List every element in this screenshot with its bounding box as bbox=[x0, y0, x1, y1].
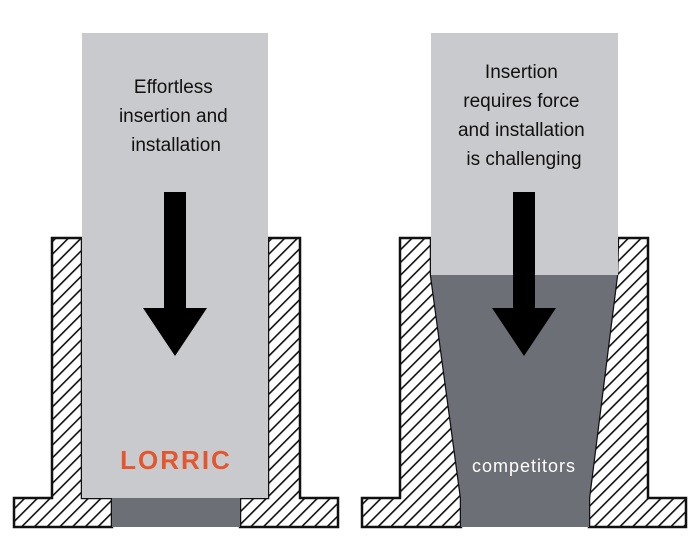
right-caption-line: is challenging bbox=[466, 149, 581, 170]
right-assembly: Insertion requires force and installatio… bbox=[360, 33, 688, 529]
left-caption-line: installation bbox=[131, 135, 221, 156]
left-down-arrow-icon bbox=[143, 192, 207, 356]
right-insert-lower bbox=[431, 275, 617, 527]
left-caption-line: insertion and bbox=[119, 106, 228, 127]
left-bore-bottom bbox=[112, 498, 240, 527]
left-caption: Effortless insertion and installation bbox=[119, 77, 233, 156]
right-housing-right-wall bbox=[587, 236, 688, 529]
competitors-label: competitors bbox=[472, 456, 576, 476]
right-caption-line: Insertion bbox=[485, 62, 558, 83]
left-assembly: Effortless insertion and installation LO… bbox=[12, 33, 340, 529]
right-caption-line: requires force bbox=[463, 91, 579, 112]
lorric-logo: LORRIC bbox=[120, 445, 232, 475]
right-caption: Insertion requires force and installatio… bbox=[458, 62, 590, 170]
right-caption-line: and installation bbox=[458, 120, 585, 141]
right-down-arrow-icon bbox=[492, 192, 556, 356]
left-caption-line: Effortless bbox=[134, 77, 213, 98]
